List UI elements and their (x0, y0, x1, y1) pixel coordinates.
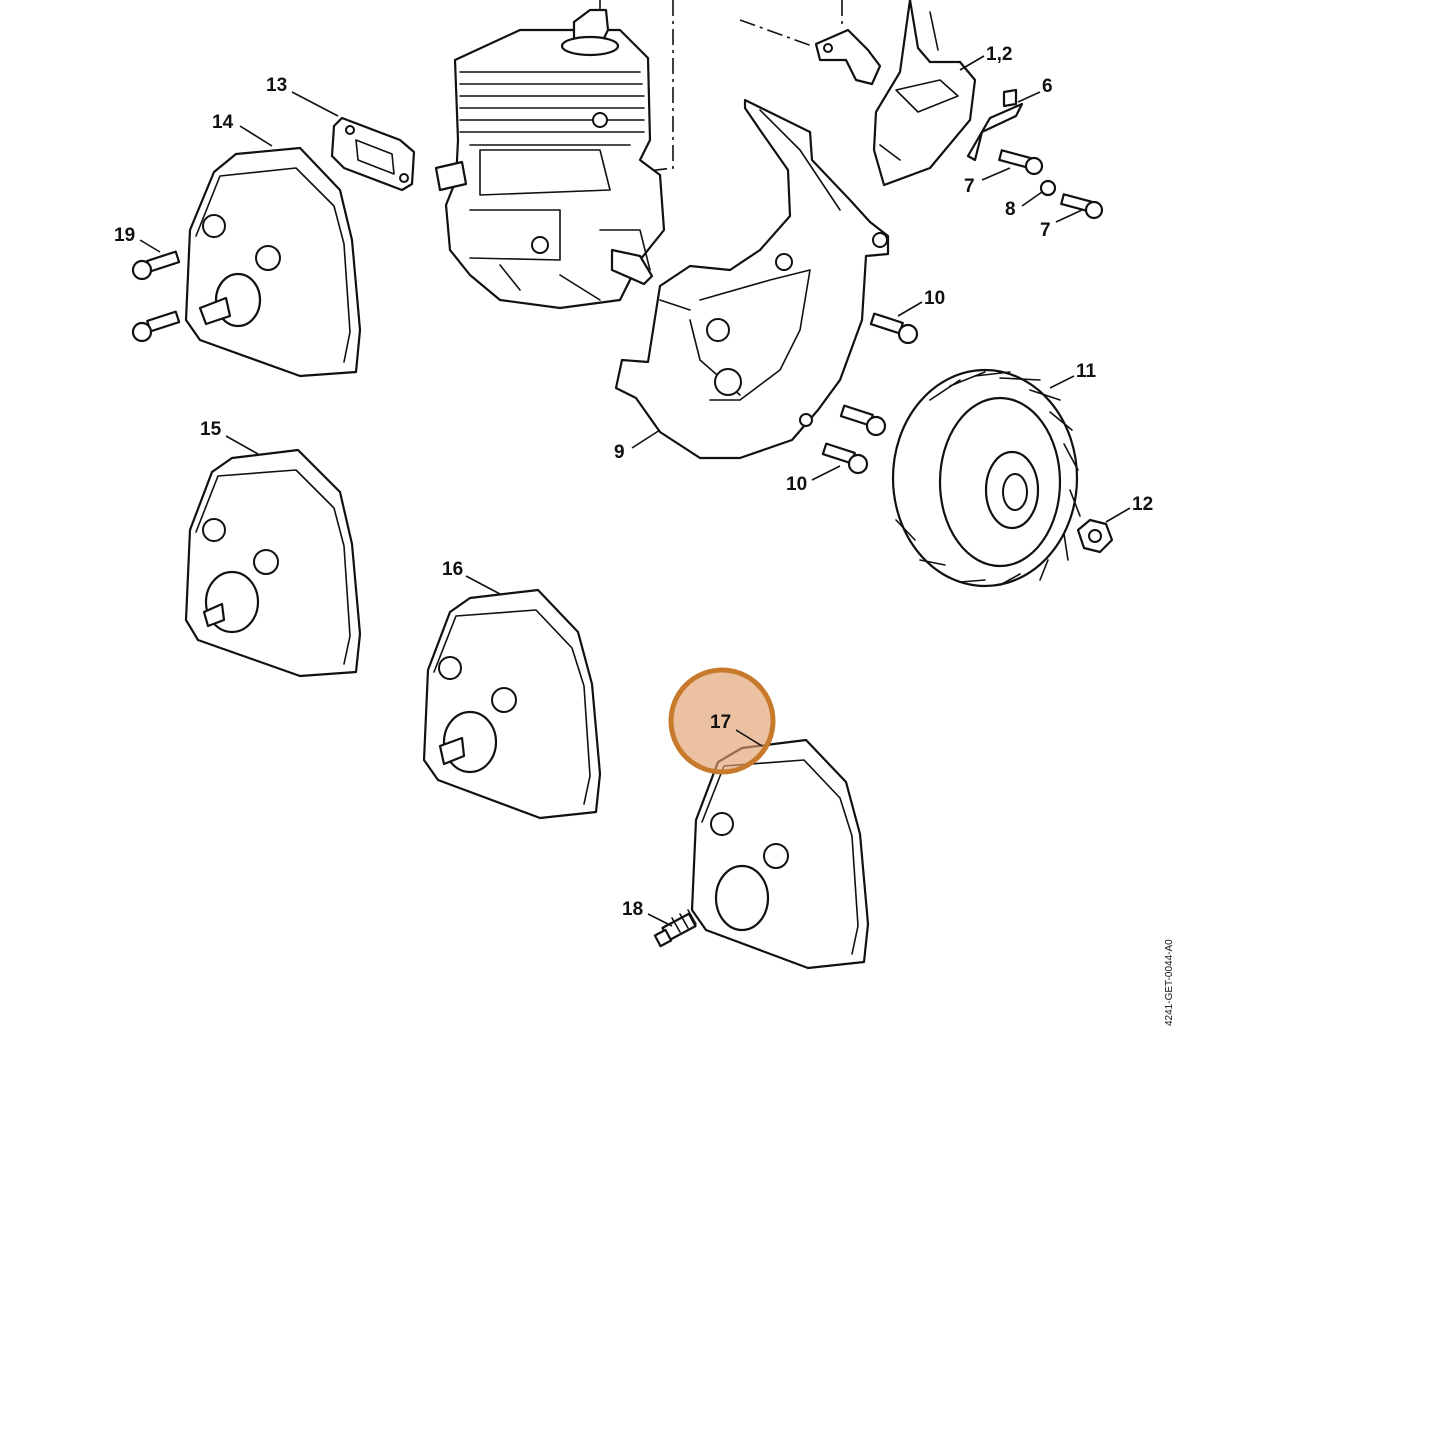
document-id: 4241-GET-0044-A0 (1164, 939, 1175, 1026)
callout-15[interactable]: 15 (200, 419, 222, 440)
callout-8[interactable]: 8 (1005, 199, 1016, 220)
callout-1-2[interactable]: 1,2 (986, 44, 1012, 65)
engine-cylinder (434, 8, 666, 310)
callout-17[interactable]: 17 (710, 712, 731, 733)
callout-14[interactable]: 14 (212, 112, 234, 133)
muffler-14 (184, 146, 362, 378)
callout-11[interactable]: 11 (1076, 361, 1097, 382)
part-6-clip (966, 88, 1024, 162)
callout-10-upper[interactable]: 10 (924, 288, 945, 309)
highlight-circle[interactable] (668, 667, 776, 775)
bracket-part (814, 28, 882, 86)
screw-19-upper (131, 250, 181, 281)
callout-16[interactable]: 16 (442, 559, 463, 580)
callout-12[interactable]: 12 (1132, 494, 1153, 515)
callout-18[interactable]: 18 (622, 899, 643, 920)
screw-7-upper (998, 149, 1044, 176)
callout-13[interactable]: 13 (266, 75, 287, 96)
callout-9[interactable]: 9 (614, 442, 625, 463)
callout-6[interactable]: 6 (1042, 76, 1053, 97)
nut-12 (1076, 518, 1114, 554)
callout-labels: 1,2 6 7 8 7 9 10 10 11 12 13 14 19 15 16… (114, 44, 1153, 920)
flywheel (891, 368, 1081, 588)
callout-7-upper[interactable]: 7 (964, 176, 975, 197)
screw-19-lower (131, 310, 181, 343)
screw-18 (653, 909, 697, 948)
callout-19[interactable]: 19 (114, 225, 135, 246)
gasket-13 (330, 116, 416, 192)
muffler-16 (422, 588, 602, 820)
screw-7-lower (1060, 193, 1104, 220)
fan-housing (614, 98, 890, 460)
washer-8 (1039, 179, 1057, 197)
screw-10-middle (839, 404, 887, 437)
muffler-17 (690, 738, 870, 970)
leader-lines (139, 55, 1131, 927)
ignition-module (872, 0, 977, 187)
callout-10-lower[interactable]: 10 (786, 474, 807, 495)
callout-7-lower[interactable]: 7 (1040, 220, 1051, 241)
screw-10-upper (869, 312, 919, 345)
screw-10-lower (821, 442, 869, 475)
muffler-15 (184, 448, 362, 678)
